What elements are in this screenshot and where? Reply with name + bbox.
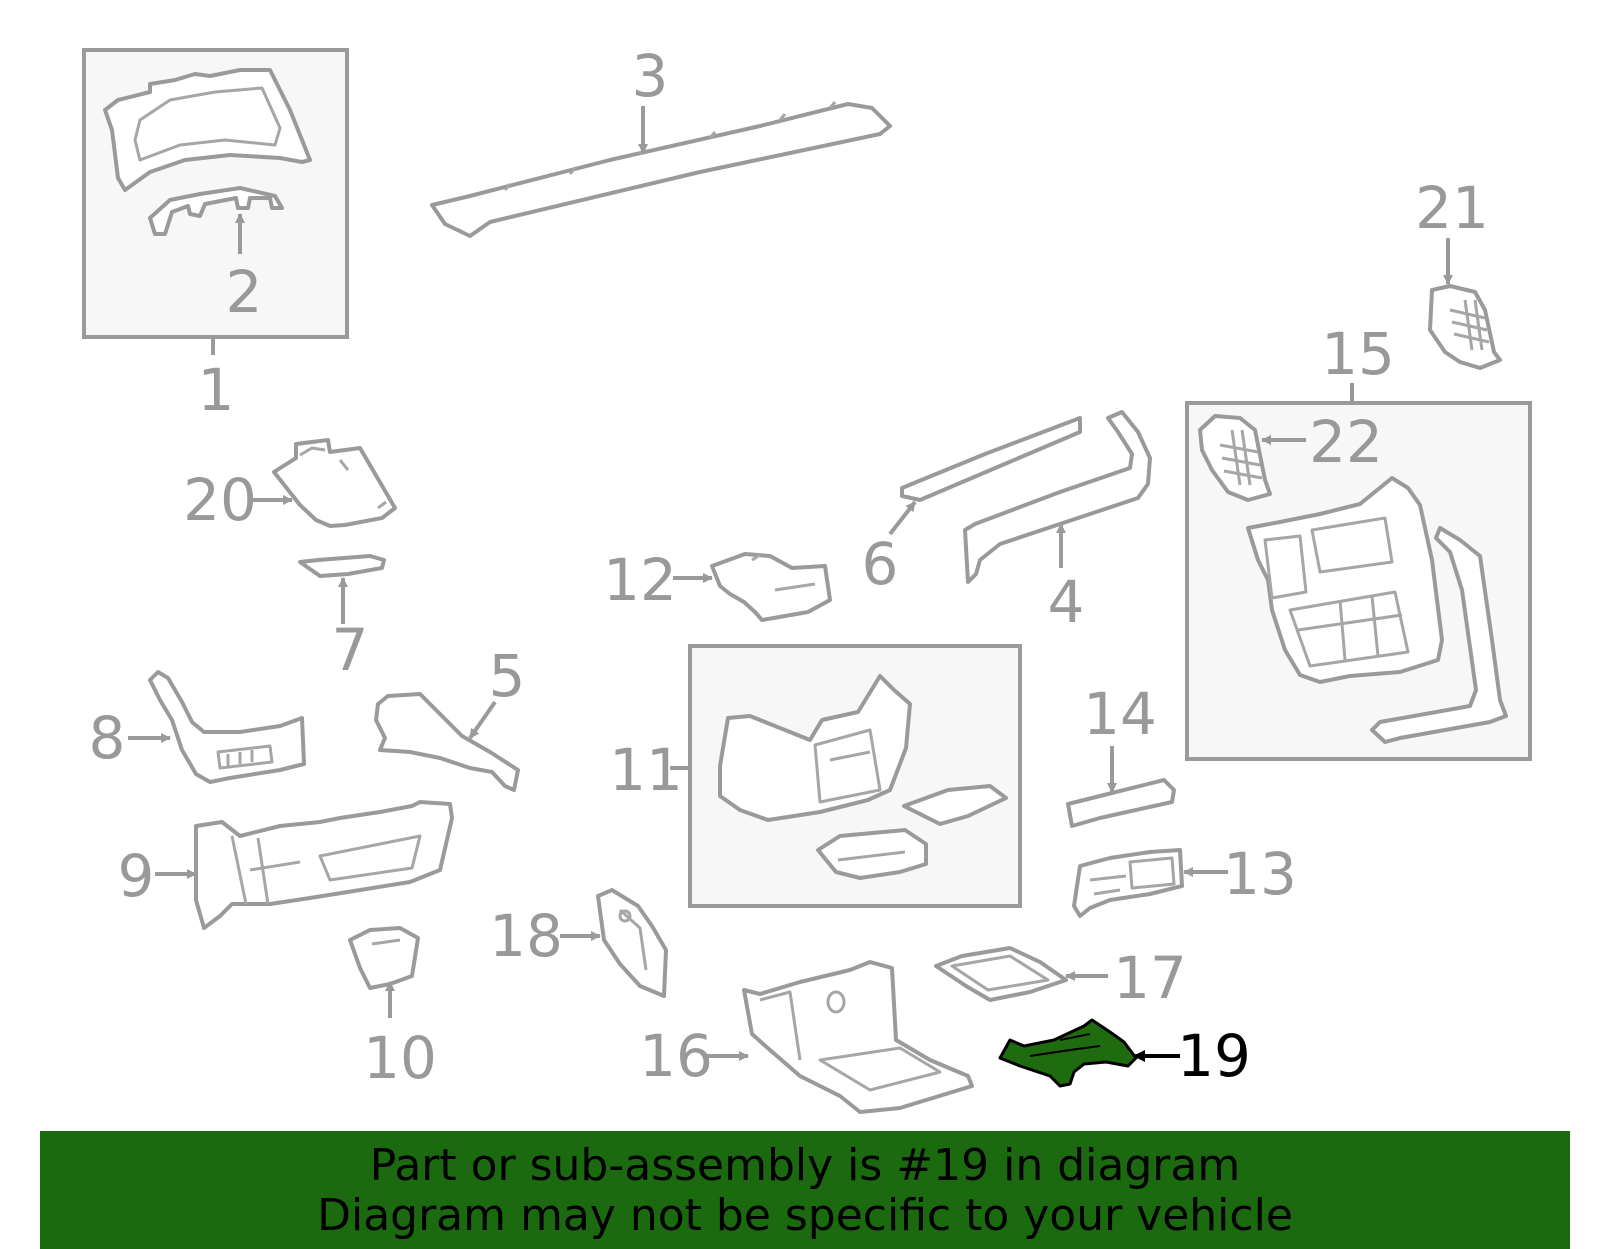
part-7-clip [298,554,386,578]
callout-15: 15 [1321,320,1395,388]
leader-5 [468,700,497,740]
callout-17: 17 [1113,944,1187,1012]
part-2-bracket [148,186,284,236]
part-21-vent [1428,284,1502,370]
part-5-panel [374,692,520,792]
part-11-tray [816,828,928,880]
callout-12: 12 [603,546,677,614]
callout-10: 10 [363,1024,437,1092]
part-1-group [82,48,349,355]
part-14-strip [1066,778,1176,828]
part-11-console-box [718,674,912,822]
callout-18: 18 [489,902,563,970]
part-18-bracket [596,888,668,998]
callout-11: 11 [609,736,683,804]
part-15-side-trim [1370,526,1508,744]
callout-9: 9 [118,842,155,910]
part-1-cluster-hood [103,68,312,192]
part-3-upper-trim [430,101,892,238]
part-16-lower-console [742,960,974,1114]
banner-line-1: Part or sub-assembly is #19 in diagram [369,1140,1241,1191]
callout-20: 20 [183,466,257,534]
part-11-group [670,644,1022,908]
part-4-trim [963,410,1152,584]
part-17-mat [934,946,1068,1002]
callout-13: 13 [1223,840,1297,908]
callout-7: 7 [332,616,369,684]
part-9-lower-panel [194,800,454,930]
callout-21: 21 [1415,174,1489,242]
callout-19: 19 [1177,1022,1251,1090]
part-20-bracket [272,438,397,528]
callout-2: 2 [226,258,263,326]
part-22-vent [1198,414,1272,502]
callout-1: 1 [198,356,235,424]
callout-6: 6 [862,530,899,598]
callout-16: 16 [639,1022,713,1090]
part-6-strip [900,416,1082,502]
part-13-switch-panel [1072,848,1184,918]
callout-5: 5 [489,642,526,710]
info-banner: Part or sub-assembly is #19 in diagram D… [40,1131,1570,1249]
leader-6 [888,500,917,536]
part-15-group [1185,383,1532,761]
part-15-center-bezel [1246,476,1444,684]
part-12-pocket [710,552,832,622]
callout-3: 3 [632,42,669,110]
callout-4: 4 [1048,568,1085,636]
banner-line-2: Diagram may not be specific to your vehi… [317,1190,1293,1241]
callout-22: 22 [1309,408,1383,476]
part-19-highlighted [998,1018,1138,1088]
callout-8: 8 [89,704,126,772]
callout-labels: 1 2 3 4 5 6 7 8 9 10 11 12 13 14 15 16 1… [89,42,1489,1092]
part-8-lower-trim [148,670,306,784]
part-10-box [348,926,420,990]
part-11-lid [902,784,1008,826]
callout-14: 14 [1083,680,1157,748]
